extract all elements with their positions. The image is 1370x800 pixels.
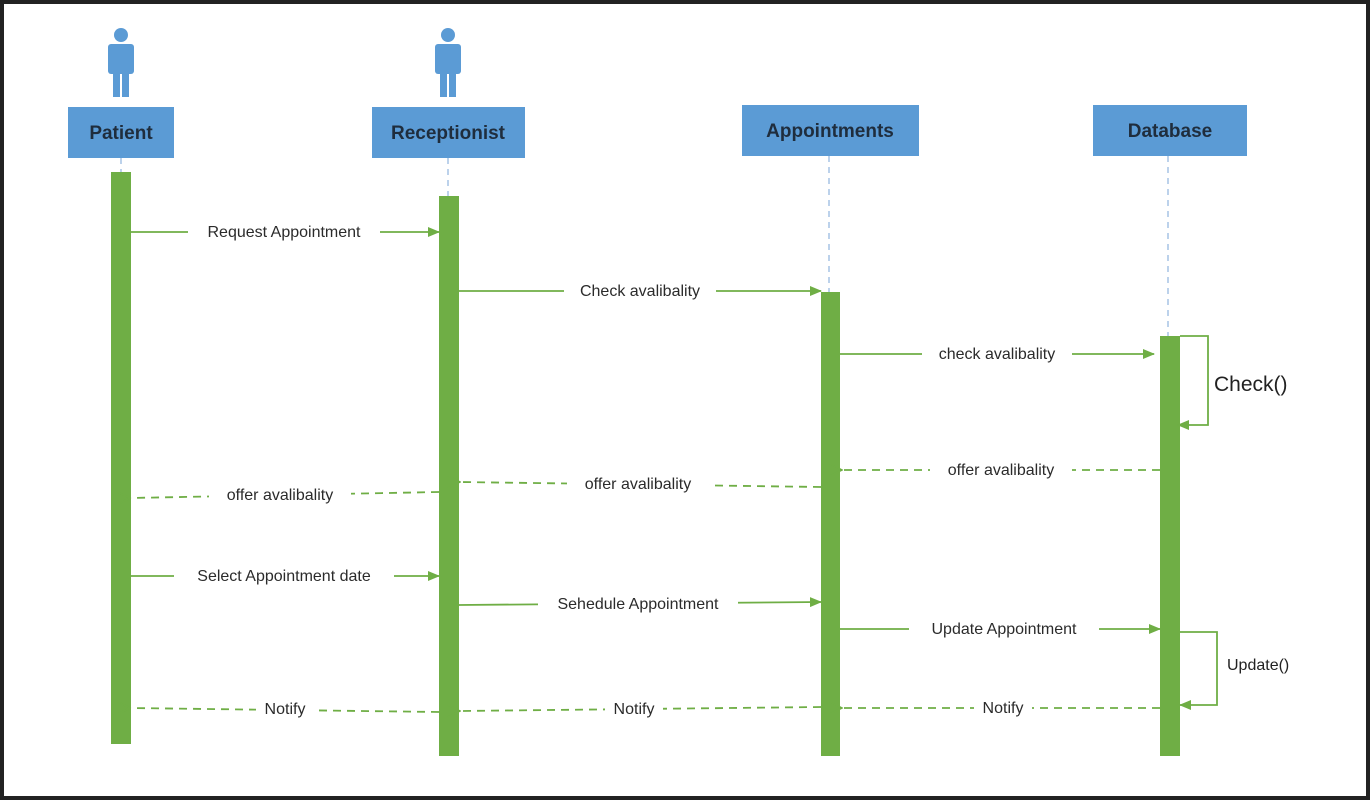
message-select-appointment-date: Select Appointment date	[131, 565, 440, 587]
message-offer-availability-db: offer avalibality	[842, 459, 1160, 481]
message-label: offer avalibality	[948, 462, 1054, 479]
message-label: offer avalibality	[227, 487, 333, 504]
message-label: offer avalibality	[585, 476, 691, 493]
participant-receptionist: Receptionist	[372, 107, 525, 158]
sequence-diagram: Patient Receptionist Appointments Databa…	[68, 28, 1289, 756]
participant-label: Patient	[89, 123, 153, 144]
message-request-appointment: Request Appointment	[131, 221, 440, 243]
participant-patient: Patient	[68, 107, 174, 158]
message-update-appointment: Update Appointment	[840, 618, 1161, 640]
participant-label: Database	[1128, 121, 1213, 142]
patient-actor-icon	[108, 28, 134, 97]
sequence-diagram-canvas: Patient Receptionist Appointments Databa…	[4, 4, 1366, 796]
database-activation-bar	[1160, 336, 1180, 756]
message-offer-availability-appointments: offer avalibality	[460, 473, 822, 495]
participant-appointments: Appointments	[742, 105, 919, 156]
message-label: Notify	[983, 700, 1024, 717]
message-notify-appointments: Notify	[460, 698, 822, 720]
participant-label: Appointments	[766, 121, 894, 142]
message-label: Request Appointment	[208, 224, 362, 241]
patient-activation-bar	[111, 172, 131, 744]
self-call-check: Check()	[1177, 335, 1288, 430]
message-label: Notify	[265, 701, 306, 718]
message-notify-db: Notify	[842, 697, 1160, 719]
message-schedule-appointment: Sehedule Appointment	[458, 593, 822, 615]
message-label: check avalibality	[939, 346, 1056, 363]
message-check-availability-db: check avalibality	[840, 343, 1155, 365]
message-check-availability: Check avalibality	[459, 280, 822, 302]
participant-label: Receptionist	[391, 123, 506, 144]
self-call-label: Update()	[1227, 657, 1289, 674]
message-label: Check avalibality	[580, 283, 700, 300]
participant-database: Database	[1093, 105, 1247, 156]
message-label: Select Appointment date	[197, 568, 371, 585]
appointments-activation-bar	[821, 292, 840, 756]
message-notify-receptionist: Notify	[130, 698, 440, 720]
self-call-update: Update()	[1179, 631, 1289, 710]
message-label: Update Appointment	[932, 621, 1078, 638]
message-label: Notify	[614, 701, 655, 718]
message-label: Sehedule Appointment	[557, 596, 719, 613]
receptionist-activation-bar	[439, 196, 459, 756]
receptionist-actor-icon	[435, 28, 461, 97]
self-call-label: Check()	[1214, 373, 1288, 396]
message-offer-availability-receptionist: offer avalibality	[130, 484, 440, 506]
